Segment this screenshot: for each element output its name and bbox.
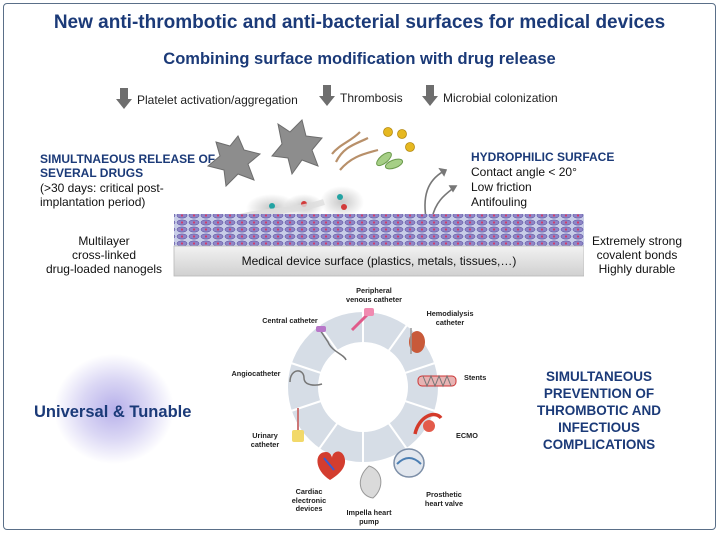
wheel-label-peripheral: Peripheral xyxy=(356,286,392,295)
figure-frame: New anti-thrombotic and anti-bacterial s… xyxy=(3,3,716,530)
release-detail-line2: implantation period) xyxy=(40,195,146,209)
surface-illustration xyxy=(173,119,584,277)
nanogel-layer xyxy=(174,214,584,246)
prevention-line: THROMBOTIC AND xyxy=(537,403,661,418)
universal-label: Universal & Tunable xyxy=(34,403,192,421)
wheel-label-stents: Stents xyxy=(464,373,487,382)
cocci-icon xyxy=(383,127,415,152)
arrow-label-thrombosis: Thrombosis xyxy=(340,91,403,105)
drug-molecule xyxy=(337,194,343,200)
nanogel-label-line3: drug-loaded nanogels xyxy=(45,262,163,276)
wheel-label-hemodialysis: Hemodialysis xyxy=(426,309,474,318)
bonds-label-line3: Highly durable xyxy=(598,262,676,276)
prevention-line: COMPLICATIONS xyxy=(542,437,656,452)
prevention-text: SIMULTANEOUS PREVENTION OF THROMBOTIC AN… xyxy=(509,368,689,453)
ecmo-icon xyxy=(413,412,443,435)
bonds-label-line1: Extremely strong xyxy=(591,234,683,248)
wheel-label-cardiac: electronic xyxy=(291,495,327,505)
peripheral-catheter-icon xyxy=(350,308,374,332)
down-arrow-icon xyxy=(319,85,335,106)
prevention-line: INFECTIOUS xyxy=(558,420,640,435)
arrow-label-microbial: Microbial colonization xyxy=(443,91,558,105)
wheel-label-angiocatheter: Angiocatheter xyxy=(231,369,281,378)
nanogel-label-line1: Multilayer xyxy=(78,234,130,248)
universal-halo xyxy=(54,354,174,464)
drug-molecule xyxy=(341,204,347,210)
platelet-icon xyxy=(271,119,323,176)
bacteria-icon xyxy=(376,151,404,170)
cardiac-device-icon xyxy=(317,451,346,480)
wheel-label-cardiac: devices xyxy=(295,504,323,513)
wheel-label-urinary: catheter xyxy=(250,439,280,449)
wheel-label-ecmo: ECMO xyxy=(456,431,478,440)
urinary-catheter-icon xyxy=(292,408,304,442)
wheel-label-prosthetic: heart valve xyxy=(424,498,464,508)
device-surface xyxy=(173,245,584,277)
wheel-label-impella: pump xyxy=(359,516,379,526)
down-arrow-icon xyxy=(422,85,438,106)
wheel-label-hemodialysis: catheter xyxy=(435,317,465,327)
wheel-label-central: Central catheter xyxy=(262,316,318,325)
down-arrow-icon xyxy=(116,88,132,109)
wheel-label-cardiac: Cardiac xyxy=(295,487,323,496)
bonds-label-line2: covalent bonds xyxy=(596,248,678,262)
wheel-label-urinary: Urinary xyxy=(252,431,278,440)
nanogel-label-line2: cross-linked xyxy=(71,248,137,262)
figure-subtitle: Combining surface modification with drug… xyxy=(163,50,556,68)
prosthetic-valve-icon xyxy=(393,448,425,478)
figure-title: New anti-thrombotic and anti-bacterial s… xyxy=(53,12,666,33)
prevention-line: PREVENTION OF xyxy=(543,386,655,401)
angiocatheter-icon xyxy=(289,370,323,386)
hydrophilic-item: Low friction xyxy=(471,180,532,194)
hydrophilic-heading: HYDROPHILIC SURFACE xyxy=(471,150,615,164)
hydrophilic-item: Contact angle < 20° xyxy=(471,165,577,179)
device-wheel xyxy=(288,311,438,463)
release-heading-line2: SEVERAL DRUGS xyxy=(40,166,144,180)
arrow-label-platelet: Platelet activation/aggregation xyxy=(137,93,298,107)
wheel-label-peripheral: venous catheter xyxy=(346,294,402,304)
wheel-label-prosthetic: Prosthetic xyxy=(426,490,462,499)
hemodialysis-catheter-icon xyxy=(409,328,425,354)
release-detail-line1: (>30 days: critical post- xyxy=(40,181,164,195)
drug-release-cloud xyxy=(320,186,364,218)
repel-arrow-icon xyxy=(424,167,458,219)
stent-icon xyxy=(417,374,457,388)
drug-molecule xyxy=(269,203,275,209)
device-surface-label: Medical device surface (plastics, metals… xyxy=(241,254,517,268)
platelet-icon xyxy=(206,135,262,188)
fibrin-icon xyxy=(331,131,379,171)
wheel-label-impella: Impella heart xyxy=(346,508,392,517)
central-catheter-icon xyxy=(316,326,347,361)
hydrophilic-item: Antifouling xyxy=(471,195,528,209)
release-heading-line1: SIMULTNAEOUS RELEASE OF xyxy=(40,152,216,166)
impella-pump-icon xyxy=(359,465,382,499)
prevention-line: SIMULTANEOUS xyxy=(546,369,652,384)
